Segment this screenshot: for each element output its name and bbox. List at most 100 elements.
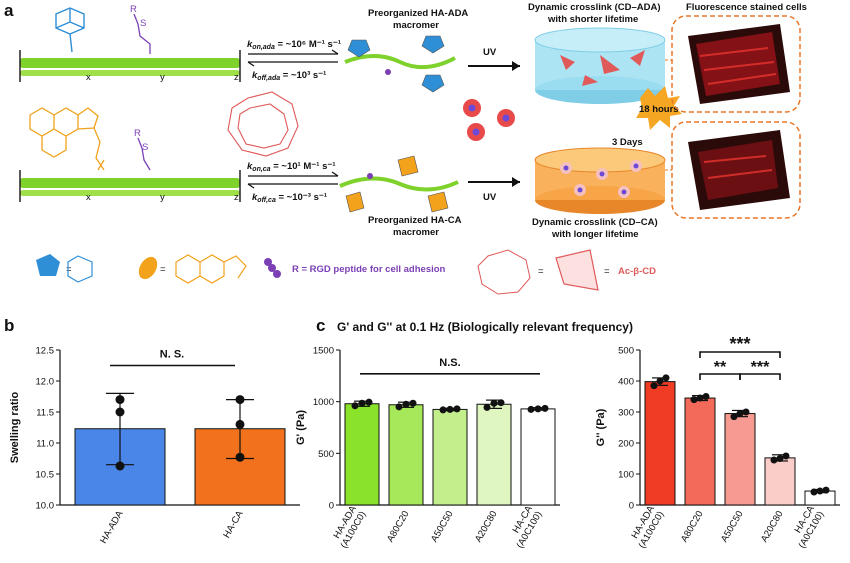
data-point — [439, 406, 447, 414]
eq-1: = — [66, 264, 72, 275]
rgd-side-group: R S — [130, 4, 151, 54]
macromer-ada-line2: macromer — [393, 20, 439, 31]
s-label-bottom: S — [142, 142, 148, 153]
k-on-ada-value: = ~10⁶ M⁻¹ s⁻¹ — [275, 39, 341, 50]
data-point — [365, 398, 373, 406]
data-point — [810, 488, 818, 496]
data-point — [770, 456, 778, 464]
bar — [520, 408, 556, 506]
data-point — [656, 377, 664, 385]
k-off-ada-value: = ~10³ s⁻¹ — [280, 70, 326, 81]
y-tick-label: 12.0 — [36, 377, 55, 388]
panel-c-label: c — [316, 316, 325, 335]
x-tick-label: HA-CA(A0C100) — [505, 503, 545, 550]
s-label-top: S — [140, 18, 146, 29]
uv-arrow-bottom: UV — [468, 177, 520, 203]
macromer-ca-line1: Preorganized HA-CA — [368, 215, 462, 226]
x-tick-label: A50C50 — [429, 509, 456, 544]
significance-label: *** — [751, 359, 770, 376]
cell-spheres — [463, 99, 515, 141]
x-tick-label-line: A80C20 — [385, 509, 412, 544]
x-tick-label: HA-ADA(A100C0) — [329, 503, 369, 550]
svg-text:koff,ada = ~10³ s⁻¹: koff,ada = ~10³ s⁻¹ — [252, 70, 326, 82]
data-point — [115, 461, 125, 471]
data-point — [115, 407, 125, 417]
data-point — [534, 405, 542, 413]
ha-chain-top — [20, 58, 240, 68]
x-sub-bot: x — [86, 192, 91, 203]
y-tick-label: 100 — [618, 470, 634, 481]
y-tick-label: 0 — [329, 501, 334, 512]
data-point — [497, 399, 505, 407]
significance-bracket — [739, 373, 781, 380]
eq-4: = — [604, 266, 610, 277]
k-on-ada-sub: on,ada — [252, 44, 275, 51]
bar — [388, 404, 424, 506]
bar — [432, 408, 468, 506]
ada-legend-icon — [36, 254, 60, 276]
chart-c-title: G' and G'' at 0.1 Hz (Biologically relev… — [337, 320, 633, 334]
x-tick-label-line: A20C80 — [473, 509, 500, 544]
k-off-ca-symbol: k — [252, 192, 258, 203]
y-tick-label: 300 — [618, 408, 634, 419]
macromer-ca-line2: macromer — [393, 227, 439, 238]
data-point — [816, 487, 824, 495]
label-3days: 3 Days — [612, 137, 643, 148]
y-tick-label: 200 — [618, 439, 634, 450]
k-on-ca-sub: on,ca — [252, 166, 270, 173]
k-off-ca-value: = ~10⁻³ s⁻¹ — [276, 192, 327, 203]
cone-icon — [555, 249, 599, 291]
svg-text:koff,ca = ~10⁻³ s⁻¹: koff,ca = ~10⁻³ s⁻¹ — [252, 192, 327, 204]
panel-b-label: b — [4, 316, 14, 335]
x-tick-label: HA-CA(A0C100) — [787, 503, 827, 550]
x-tick-label-line: A50C50 — [429, 509, 456, 544]
y-axis-title: G'' (Pa) — [595, 408, 607, 446]
uv-top: UV — [483, 47, 497, 58]
bar — [764, 457, 796, 506]
x-tick-label: A80C20 — [679, 509, 706, 544]
chart-c-gprime: G' and G'' at 0.1 Hz (Biologically relev… — [295, 320, 633, 550]
bar — [724, 413, 756, 506]
panel-a-label: a — [4, 1, 14, 20]
x-sub-top: x — [86, 72, 91, 83]
x-tick-label-line: A20C80 — [759, 509, 786, 544]
dyn-ada-line2: with shorter lifetime — [547, 14, 638, 25]
data-point — [235, 452, 245, 462]
data-point — [730, 413, 738, 421]
data-point — [776, 455, 784, 462]
bar — [684, 397, 716, 506]
legend-row: = = R = RGD peptide for cell adhesion = … — [36, 249, 656, 295]
data-point — [822, 486, 830, 494]
r-label-bottom: R — [134, 128, 141, 139]
x-tick-label-line: A50C50 — [719, 509, 746, 544]
y-tick-label: 12.5 — [36, 346, 55, 357]
data-point — [662, 374, 670, 382]
k-on-ca-symbol: k — [247, 161, 253, 172]
data-point — [736, 410, 744, 418]
legend-acbcd: Ac-β-CD — [618, 266, 656, 277]
badge-18h: 18 hours — [639, 104, 679, 115]
y-axis-title: G' (Pa) — [295, 410, 307, 445]
k-on-ca-value: = ~10¹ M⁻¹ s⁻¹ — [271, 161, 336, 172]
y-axis-title: Swelling ratio — [9, 391, 21, 463]
data-point — [650, 382, 658, 390]
svg-text:kon,ada = ~10⁶ M⁻¹ s⁻¹: kon,ada = ~10⁶ M⁻¹ s⁻¹ — [247, 39, 341, 51]
gel-cd-ca: 3 Days Dynamic crosslink (CD–CA) with lo… — [532, 137, 666, 240]
gel-cd-ada: Dynamic crosslink (CD–ADA) with shorter … — [528, 2, 682, 130]
macromer-ada: Preorganized HA-ADA macromer — [344, 8, 468, 93]
dyn-ada-line1: Dynamic crosslink (CD–ADA) — [528, 2, 661, 13]
fluor-title: Fluorescence stained cells — [686, 2, 807, 13]
data-point — [351, 402, 359, 410]
k-off-ada-sub: off,ada — [257, 75, 280, 82]
panel-a: a x y z R S kon,ad — [4, 1, 807, 295]
ca-legend-icon — [138, 256, 158, 280]
bar — [644, 381, 676, 506]
x-tick-label-line: A80C20 — [679, 509, 706, 544]
data-point — [395, 403, 403, 411]
data-point — [483, 403, 491, 411]
ns-annotation: N.S. — [439, 357, 460, 369]
bar — [476, 403, 512, 506]
fluorescence-bottom — [665, 121, 801, 219]
